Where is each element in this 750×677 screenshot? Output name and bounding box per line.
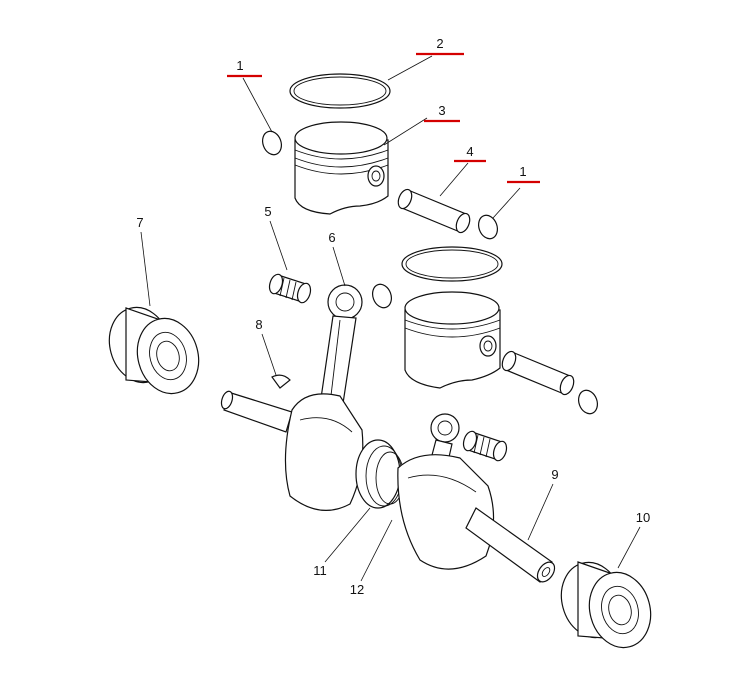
callout-2: 2 <box>436 36 443 51</box>
piston-pin-lower[interactable] <box>500 349 577 396</box>
callout-5: 5 <box>264 204 271 219</box>
piston-ring-upper[interactable] <box>289 73 391 109</box>
callout-1-right: 1 <box>519 164 526 179</box>
callout-12: 12 <box>350 582 364 597</box>
callout-6: 6 <box>328 230 335 245</box>
callout-8: 8 <box>255 317 262 332</box>
callout-1-upper-left: 1 <box>236 58 243 73</box>
woodruff-key[interactable] <box>271 374 291 389</box>
needle-bearing-upper[interactable] <box>267 273 313 305</box>
crankshaft[interactable] <box>219 390 558 585</box>
piston-lower[interactable] <box>401 246 503 389</box>
callout-9: 9 <box>551 467 558 482</box>
callout-4: 4 <box>466 144 473 159</box>
piston-upper[interactable] <box>289 73 391 215</box>
circlip-upper-right[interactable] <box>475 213 500 242</box>
callout-7: 7 <box>136 215 143 230</box>
callout-3: 3 <box>438 103 445 118</box>
callout-10: 10 <box>636 510 650 525</box>
needle-bearing-lower[interactable] <box>461 430 509 463</box>
main-bearing-left[interactable] <box>101 301 207 401</box>
connecting-rod[interactable] <box>319 284 363 411</box>
callout-11: 11 <box>313 563 327 578</box>
piston-pin-upper[interactable] <box>396 187 473 234</box>
circlip-upper-left[interactable] <box>259 129 284 158</box>
main-bearing-right[interactable] <box>553 556 659 655</box>
